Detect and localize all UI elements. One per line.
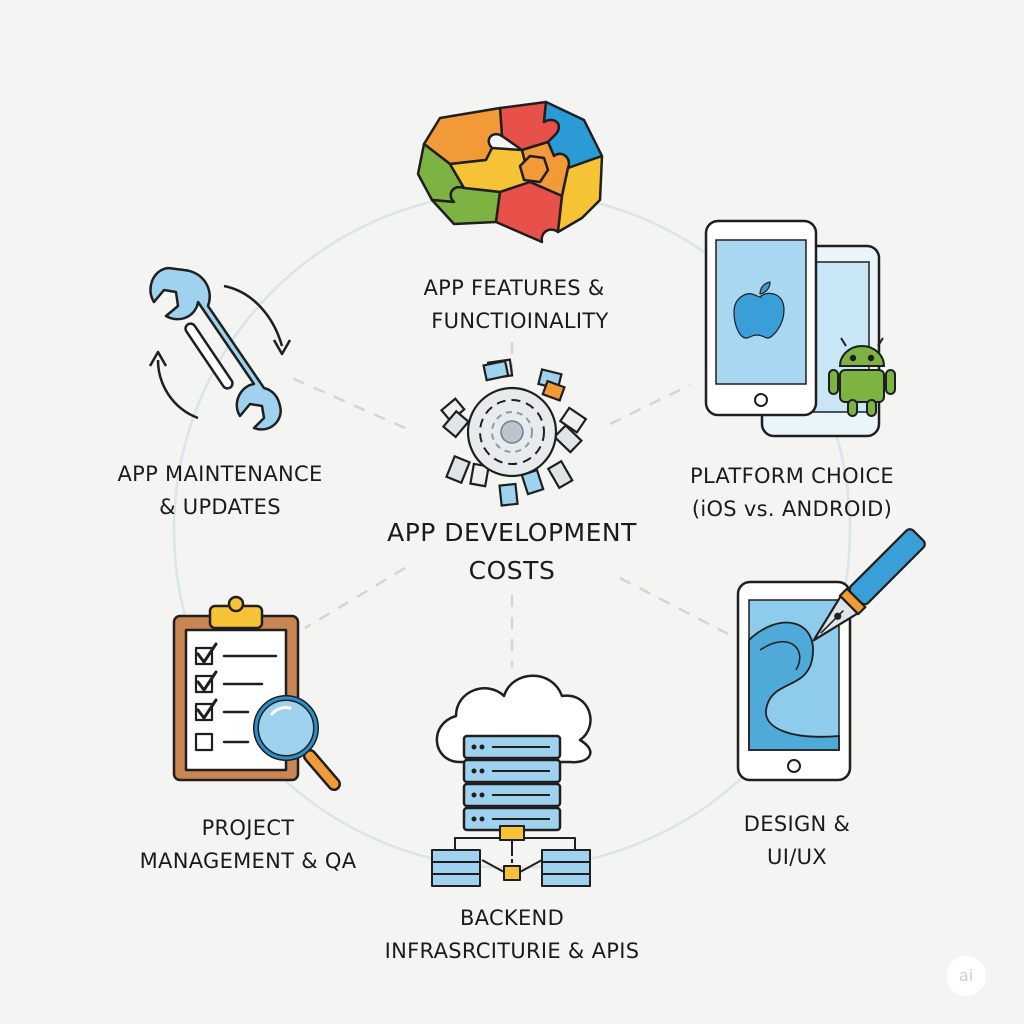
- backend-label-line2: INFRASRCITURIE & APIS: [384, 939, 640, 963]
- design-label-line2: UI/UX: [767, 845, 827, 869]
- features-label-line2: FUNCTIOINALITY: [431, 309, 609, 333]
- wrench-cycle-icon: [148, 266, 292, 431]
- project-label-line1: PROJECT: [201, 816, 295, 840]
- maintenance-label-line2: & UPDATES: [159, 495, 281, 519]
- clipboard-magnifier-icon: [172, 595, 341, 791]
- design-label-line1: DESIGN &: [743, 812, 851, 836]
- platform-label-line1: PLATFORM CHOICE: [689, 464, 894, 488]
- center-title: APP DEVELOPMENT COSTS: [360, 514, 664, 590]
- backend-label: BACKEND INFRASRCITURIE & APIS: [372, 902, 652, 968]
- features-label: APP FEATURES & FUNCTIOINALITY: [384, 272, 644, 338]
- design-label: DESIGN & UI/UX: [712, 808, 882, 874]
- project-label-line2: MANAGEMENT & QA: [139, 849, 357, 873]
- platform-label-line2: (iOS vs. ANDROID): [691, 497, 893, 521]
- apple-icon: [733, 281, 785, 339]
- project-label: PROJECT MANAGEMENT & QA: [118, 812, 378, 878]
- maintenance-label: APP MAINTENANCE & UPDATES: [100, 458, 340, 524]
- phones-apple-android-icon: [704, 219, 896, 438]
- center-title-line2: COSTS: [468, 556, 556, 585]
- gear-hub-icon: [439, 358, 588, 507]
- platform-label: PLATFORM CHOICE (iOS vs. ANDROID): [662, 460, 922, 526]
- maintenance-label-line1: APP MAINTENANCE: [117, 462, 323, 486]
- features-label-line1: APP FEATURES &: [423, 276, 605, 300]
- center-title-line1: APP DEVELOPMENT: [387, 518, 637, 547]
- cloud-server-icon: [431, 674, 592, 887]
- android-icon: [828, 337, 896, 417]
- watermark-badge: ai: [946, 956, 986, 996]
- backend-label-line1: BACKEND: [459, 906, 565, 930]
- tablet-pen-icon: [736, 528, 926, 782]
- puzzle-icon: [416, 100, 604, 244]
